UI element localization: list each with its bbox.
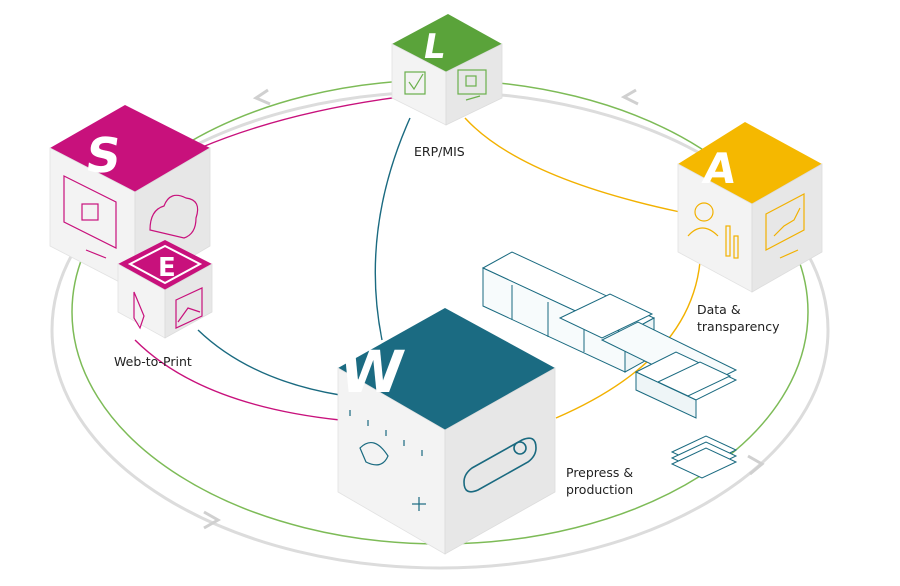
connector-l-w bbox=[374, 117, 411, 341]
cube-w-letter: W bbox=[335, 338, 408, 406]
brush-icon bbox=[133, 291, 145, 330]
cube-e: E bbox=[117, 240, 213, 339]
cube-e-letter: E bbox=[158, 253, 176, 283]
cube-s-letter: S bbox=[82, 128, 124, 184]
connector-s-l bbox=[199, 94, 416, 149]
monitor-chart-icon bbox=[765, 193, 805, 259]
connector-s-w bbox=[134, 339, 341, 421]
connector-l-a bbox=[464, 117, 681, 213]
cube-w: W bbox=[335, 308, 556, 555]
cube-l: L bbox=[391, 14, 503, 126]
monitor-icon bbox=[457, 69, 487, 101]
image-icon bbox=[175, 287, 203, 329]
ring-arrow-icon bbox=[203, 88, 765, 530]
cube-s: S bbox=[49, 105, 211, 291]
person-chart-icon bbox=[687, 202, 739, 259]
cloud-icon bbox=[149, 194, 199, 239]
cube-a: A bbox=[677, 122, 823, 293]
printing-machine-illustration bbox=[481, 251, 738, 419]
prepress-production-label-line1: Prepress & bbox=[566, 465, 634, 480]
web-to-print-label: Web-to-Print bbox=[114, 354, 192, 369]
paper-stack-icon bbox=[670, 435, 738, 479]
cube-a-letter: A bbox=[700, 144, 740, 193]
prepress-production-label-line2: production bbox=[566, 482, 634, 497]
toggle-icon bbox=[463, 437, 537, 493]
checkbox-icon bbox=[404, 71, 426, 95]
data-transparency-label-line1: Data & bbox=[697, 302, 741, 317]
gauge-icon bbox=[349, 410, 426, 511]
connector-e-w bbox=[197, 329, 341, 396]
data-transparency-label-line2: transparency bbox=[697, 319, 780, 334]
monitor-bag-icon bbox=[63, 175, 117, 259]
erp-mis-label: ERP/MIS bbox=[414, 144, 465, 159]
